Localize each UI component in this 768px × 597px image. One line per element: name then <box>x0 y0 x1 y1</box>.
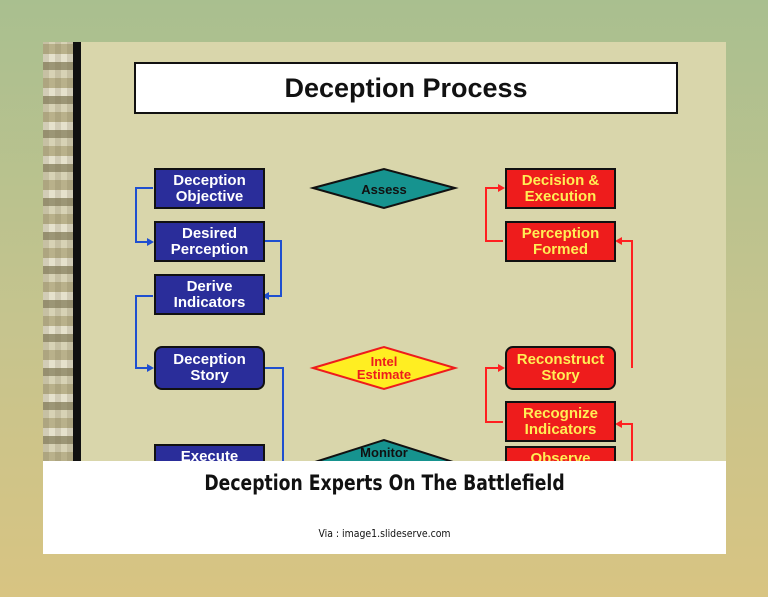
perception-formed-box: Perception Formed <box>505 221 616 262</box>
assess-label: Assess <box>361 181 407 197</box>
slide-title: Deception Process <box>134 62 678 114</box>
blue-connectors <box>135 187 284 462</box>
red-arrowheads <box>498 184 622 428</box>
red-connectors <box>485 187 633 462</box>
reconstruct-story-box: Reconstruct Story <box>505 346 616 390</box>
deception-objective-box: Deception Objective <box>154 168 265 209</box>
caption-title: Deception Experts On The Battlefield <box>204 471 565 495</box>
caption-card: Deception Experts On The Battlefield Via… <box>43 461 726 554</box>
derive-indicators-box: Derive Indicators <box>154 274 265 315</box>
camouflage-strip <box>43 42 81 462</box>
assess-diamond <box>309 167 459 210</box>
desired-perception-box: Desired Perception <box>154 221 265 262</box>
connector-lines <box>135 167 633 462</box>
intel-estimate-diamond <box>309 345 459 391</box>
blue-arrowheads <box>147 238 269 372</box>
recognize-indicators-box: Recognize Indicators <box>505 401 616 442</box>
slide-image: Deception Process <box>43 42 726 462</box>
decision-execution-box: Decision & Execution <box>505 168 616 209</box>
intel-estimate-label: Intel Estimate <box>356 354 412 382</box>
monitor-label: Monitor <box>360 444 408 460</box>
execute-box: Execute <box>154 444 265 462</box>
monitor-diamond <box>314 438 454 462</box>
deception-story-box: Deception Story <box>154 346 265 390</box>
observe-box: Observe <box>505 446 616 462</box>
caption-source: Via : image1.slideserve.com <box>318 527 451 540</box>
